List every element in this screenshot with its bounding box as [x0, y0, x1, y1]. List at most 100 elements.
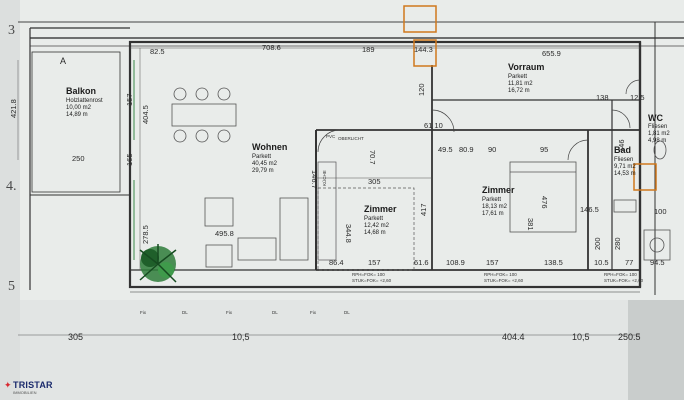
svg-text:404.4: 404.4: [502, 332, 525, 342]
svg-text:9,71 m2: 9,71 m2: [614, 164, 636, 170]
star-icon: ✦: [4, 380, 12, 390]
svg-text:29,79 m: 29,79 m: [252, 168, 274, 174]
paper-left-strip: [0, 0, 20, 400]
svg-text:280: 280: [613, 237, 622, 250]
svg-text:DL: DL: [182, 310, 188, 315]
svg-text:PVC: PVC: [326, 134, 336, 139]
duct-boxes: [403, 5, 657, 191]
axis-3: 3: [8, 23, 15, 38]
paper-lower: [18, 300, 628, 400]
svg-text:16,72 m: 16,72 m: [508, 88, 530, 94]
svg-text:10,00 m2: 10,00 m2: [66, 105, 92, 111]
svg-text:Fix: Fix: [140, 310, 147, 315]
svg-text:12,42 m2: 12,42 m2: [364, 223, 390, 229]
svg-text:417: 417: [419, 203, 428, 216]
svg-text:STUK=FOK= +2,60: STUK=FOK= +2,60: [352, 278, 392, 283]
svg-text:10.5: 10.5: [594, 258, 609, 267]
room-name: Balkon: [66, 86, 96, 96]
room-name: Zimmer: [482, 185, 515, 195]
room-zimmer-1: Zimmer Parkett 12,42 m2 14,68 m: [364, 204, 397, 236]
svg-text:655.9: 655.9: [542, 49, 561, 58]
svg-text:344.8: 344.8: [344, 224, 353, 243]
room-zimmer-2: Zimmer Parkett 18,13 m2 17,61 m: [482, 185, 515, 217]
svg-text:STUK=FOK= +2,60: STUK=FOK= +2,60: [604, 278, 644, 283]
svg-text:146: 146: [617, 139, 626, 152]
svg-text:4,98 m: 4,98 m: [648, 138, 666, 144]
svg-text:381: 381: [526, 218, 535, 231]
svg-text:120: 120: [417, 83, 426, 96]
svg-text:KÜCHE: KÜCHE: [321, 170, 327, 186]
svg-text:14,53 m: 14,53 m: [614, 171, 636, 177]
svg-text:RPH=FOK= 100: RPH=FOK= 100: [352, 272, 385, 277]
svg-text:Parkett: Parkett: [508, 74, 527, 80]
svg-text:421.8: 421.8: [9, 99, 18, 118]
svg-text:90: 90: [488, 145, 496, 154]
notes: RPH=FOK= 100 STUK=FOK= +2,60 RPH=FOK= 10…: [140, 134, 644, 315]
paper-main: [18, 0, 684, 300]
svg-text:Parkett: Parkett: [252, 154, 271, 160]
svg-text:DL: DL: [272, 310, 278, 315]
svg-text:138: 138: [596, 93, 609, 102]
svg-text:144.3: 144.3: [414, 45, 433, 54]
svg-text:165: 165: [125, 153, 134, 166]
axis-4: 4.: [6, 179, 17, 194]
logo-brand: TRISTAR: [13, 380, 53, 390]
svg-text:10,5: 10,5: [232, 332, 250, 342]
svg-text:82.5: 82.5: [150, 47, 165, 56]
room-bad: Bad Fliesen 9,71 m2 14,53 m: [614, 145, 636, 177]
svg-text:11,81 m2: 11,81 m2: [508, 81, 533, 87]
room-name: Vorraum: [508, 62, 544, 72]
dimension-labels: 708.6 82.5 189 144.3 655.9 421.8 404.5 1…: [9, 43, 667, 267]
section-a-marker: A: [60, 56, 66, 66]
doors: [317, 79, 641, 161]
svg-text:Fix: Fix: [310, 310, 317, 315]
svg-text:200: 200: [593, 237, 602, 250]
svg-text:14,68 m: 14,68 m: [364, 230, 386, 236]
svg-text:61.6: 61.6: [414, 258, 429, 267]
svg-text:146.5: 146.5: [580, 205, 599, 214]
room-wc: WC Fliesen 1,81 m2 4,98 m: [648, 113, 670, 144]
svg-text:RPH=FOK= 100: RPH=FOK= 100: [604, 272, 637, 277]
svg-text:12.5: 12.5: [630, 93, 645, 102]
room-name: WC: [648, 113, 663, 123]
svg-text:Fliesen: Fliesen: [648, 124, 667, 130]
svg-text:Parkett: Parkett: [364, 216, 383, 222]
svg-text:305: 305: [68, 332, 83, 342]
room-balkon: Balkon Holzlattenrost 10,00 m2 14,89 m: [66, 86, 103, 118]
bottom-dimensions: 305 10,5 404.4 10,5 250.5: [68, 332, 641, 342]
svg-text:250.5: 250.5: [618, 332, 641, 342]
svg-text:61 10: 61 10: [424, 121, 443, 130]
svg-text:STUK=FOK= +2,60: STUK=FOK= +2,60: [484, 278, 524, 283]
sofa-group: [204, 197, 309, 268]
walls: [29, 22, 656, 295]
svg-text:80.9: 80.9: [459, 145, 474, 154]
svg-text:157: 157: [486, 258, 499, 267]
bath-fixtures: [613, 140, 671, 261]
svg-text:14,89 m: 14,89 m: [66, 112, 88, 118]
svg-text:RPH=FOK= 100: RPH=FOK= 100: [484, 272, 517, 277]
svg-text:146.7: 146.7: [310, 170, 319, 189]
kitchen-counter: [317, 161, 415, 271]
svg-text:1,81 m2: 1,81 m2: [648, 131, 670, 137]
svg-text:Parkett: Parkett: [482, 197, 501, 203]
room-name: Zimmer: [364, 204, 397, 214]
svg-text:189: 189: [362, 45, 375, 54]
plant-icon: [139, 244, 177, 283]
svg-text:18,13 m2: 18,13 m2: [482, 204, 508, 210]
svg-text:250: 250: [72, 154, 85, 163]
svg-text:17,61 m: 17,61 m: [482, 211, 504, 217]
svg-text:708.6: 708.6: [262, 43, 281, 52]
svg-text:108.9: 108.9: [446, 258, 465, 267]
svg-text:278.5: 278.5: [141, 225, 150, 244]
room-name: Bad: [614, 145, 631, 155]
top-wall: [18, 21, 684, 47]
svg-text:OBERLICHT: OBERLICHT: [338, 136, 364, 141]
room-vorraum: Vorraum Parkett 11,81 m2 16,72 m: [508, 62, 544, 94]
dining-table: [171, 87, 237, 143]
svg-text:Holzlattenrost: Holzlattenrost: [66, 98, 103, 104]
tristar-logo: ✦ TRISTAR IMMOBILIEN: [2, 377, 60, 397]
svg-text:77: 77: [625, 258, 633, 267]
svg-text:138.5: 138.5: [544, 258, 563, 267]
